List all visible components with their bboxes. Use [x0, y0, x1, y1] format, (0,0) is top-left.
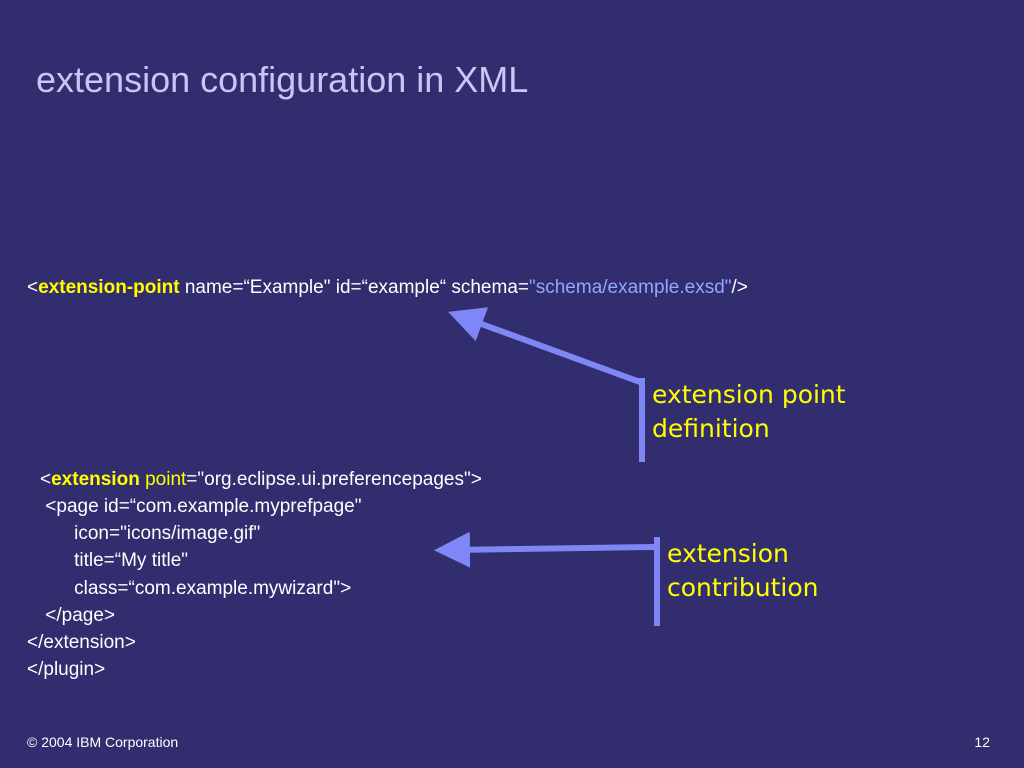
- code-line: <page id=“com.example.myprefpage": [40, 496, 362, 517]
- code-line: title=“My title": [53, 550, 189, 572]
- code-open-bracket: <: [27, 277, 39, 298]
- arrow-to-extension-icon: [434, 531, 656, 568]
- code-open-bracket: <: [40, 469, 52, 490]
- code-keyword-extension: extension: [51, 469, 140, 490]
- code-schema-value: "schema/example.exsd": [529, 277, 732, 298]
- annotation-line: definition: [652, 414, 770, 443]
- footer-page-number: 12: [974, 734, 990, 750]
- code-keyword-extension-point: extension-point: [38, 277, 180, 298]
- code-line: </extension>: [27, 632, 136, 654]
- annotation-extension-point-definition: extension point definition: [652, 378, 846, 446]
- extension-point-code: <extension-point name=“Example" id=“exam…: [27, 274, 748, 301]
- code-close: />: [731, 277, 748, 298]
- arrow-to-extension-point-icon: [448, 307, 642, 385]
- code-line: </page>: [40, 604, 116, 626]
- code-line: <extension point="org.eclipse.ui.prefere…: [40, 466, 482, 493]
- code-line: </plugin>: [27, 659, 106, 681]
- code-point-value: ="org.eclipse.ui.preferencepages">: [186, 469, 482, 490]
- annotation-extension-contribution: extension contribution: [667, 537, 819, 605]
- code-attr-point: point: [145, 469, 187, 490]
- footer-copyright: © 2004 IBM Corporation: [27, 734, 179, 750]
- slide-title: extension configuration in XML: [36, 59, 529, 100]
- annotation-line: extension point: [652, 380, 846, 409]
- annotation-line: extension: [667, 539, 789, 568]
- annotation-line: contribution: [667, 573, 819, 602]
- code-line: class=“com.example.mywizard">: [53, 577, 352, 599]
- code-attributes: name=“Example" id=“example“ schema=: [179, 277, 529, 298]
- extension-code-lines: <page id=“com.example.myprefpage" icon="…: [27, 493, 361, 683]
- extension-code-block: <extension point="org.eclipse.ui.prefere…: [40, 466, 482, 493]
- code-line: icon="icons/image.gif": [53, 523, 261, 545]
